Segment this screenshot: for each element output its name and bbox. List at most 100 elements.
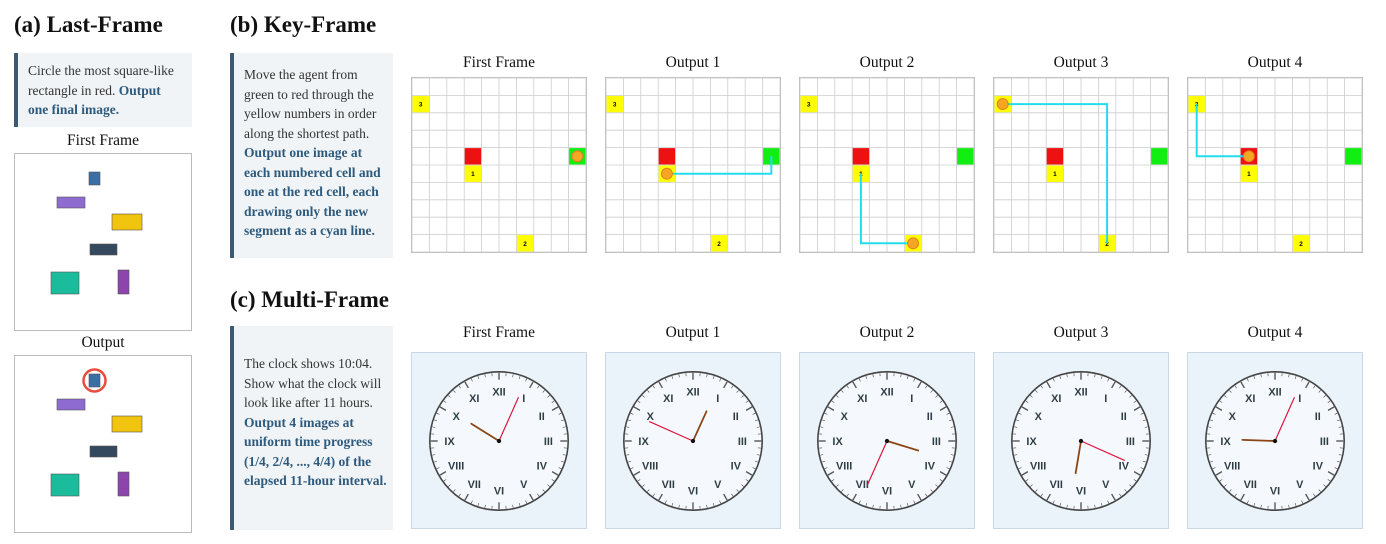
clock-tick [434,460,438,463]
section-c-title: (c) Multi-Frame [230,287,390,312]
grid-lines [799,77,975,253]
cyan-path-segment [666,156,773,175]
clock-numeral: X [453,411,461,423]
clock-tick [831,479,835,482]
clock-tick [626,426,630,428]
clock-tick [741,484,744,487]
clock-tick [852,381,857,389]
yellow-number-cell [852,165,870,182]
clock-tick [1119,385,1122,389]
clock-tick [1124,390,1127,393]
yellow-number-cell [1188,95,1205,113]
section-c-frame-label: First Frame [463,324,535,341]
clock-tick [1336,419,1340,422]
clock-tick [745,479,749,482]
clock-tick [678,374,680,378]
clock-tick [1212,412,1216,415]
clock-tick [1025,479,1029,482]
clock-tick [836,395,839,398]
red-goal-cell [464,148,482,165]
clock-tick [1323,484,1326,487]
clock-tick [1327,400,1331,403]
clock-tick [827,471,835,476]
clock-center-pin [1078,438,1084,444]
clock-numeral: II [733,411,739,423]
clock-tick [1234,493,1237,497]
cyan-path-segment [1195,104,1249,158]
shape-navy-bar [89,243,118,256]
clock-tick [1052,378,1055,382]
clock-tick [950,426,954,428]
shape-purple-bar-top [56,398,86,411]
clock-tick [872,374,874,378]
clock-tick [1336,460,1340,463]
clock-numeral: IV [1119,461,1130,473]
clock-tick [1229,390,1232,393]
clock-tick [754,460,758,463]
section-a-prompt-bold: Output one final image. [28,82,161,118]
clock-tick [1338,454,1342,456]
clock-tick [1018,467,1022,470]
red-goal-cell [658,148,676,165]
clock-numeral: I [1104,393,1107,405]
clock-tick [537,385,540,389]
shape-blue-square [88,373,101,388]
shape-navy-bar [89,445,118,458]
clock-tick [1215,406,1223,411]
clock-tick [518,502,521,506]
clock-tick [948,419,952,422]
cell-number-label: 1 [1247,171,1251,178]
clock-tick [439,471,447,476]
clock-tick [1100,502,1103,506]
agent-marker [907,237,920,250]
section-c-frame-label: Output 2 [859,324,915,341]
section-c-prompt: The clock shows 10:04. Show what the clo… [230,326,393,530]
clock-tick [1305,493,1310,501]
clock-tick [664,500,667,504]
clock-tick [1040,493,1043,497]
section-a-output-frame [14,355,192,533]
clock-tick [824,467,828,470]
clock-tick [736,489,739,492]
clock-tick [562,426,566,428]
section-b-frame-label: Output 3 [1053,54,1109,71]
yellow-number-cell [800,95,817,113]
clock-tick [865,502,868,506]
clock-tick [637,400,641,403]
yellow-number-cell [606,95,623,113]
clock-numeral: XII [686,387,699,399]
clock-numeral: I [522,393,525,405]
clock-tick [1111,381,1116,389]
clock-tick [917,381,922,389]
clock-tick [647,489,650,492]
clock-tick [1140,412,1144,415]
clock-tick [1119,493,1122,497]
clock-tick [1059,376,1062,380]
clock-tick [1224,395,1227,398]
clock-tick [948,460,952,463]
clock-tick [1107,378,1110,382]
clock-tick [1016,419,1020,422]
clock-tick [1334,467,1338,470]
clock-tick [745,406,753,411]
section-a-first-frame-label: First Frame [67,132,139,149]
clock-tick [906,502,909,506]
clock-tick [448,395,451,398]
clock-tick [736,390,739,393]
green-start-cell [1345,148,1362,165]
clock-numeral: XII [880,387,893,399]
minute-hand [867,440,888,485]
clock-tick [841,390,844,393]
clock-tick [642,484,645,487]
clock-tick [820,454,824,456]
clock-tick [484,504,486,508]
section-b-frame-label: First Frame [463,54,535,71]
clock-tick [1052,500,1055,504]
clock-tick [558,412,562,415]
clock-tick [946,467,950,470]
clock-tick [642,395,645,398]
